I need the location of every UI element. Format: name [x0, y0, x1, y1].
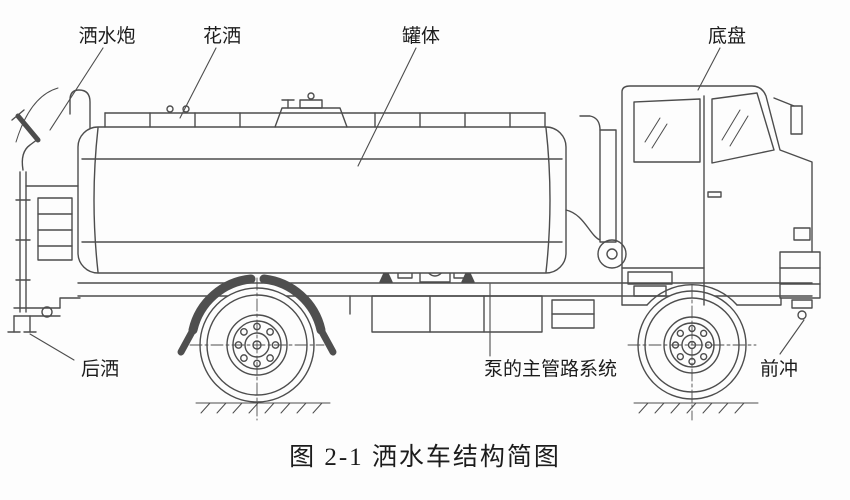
part-labels: 洒水炮 花洒 罐体 底盘 后洒 泵的主管路系统 前冲 [78, 25, 798, 380]
ground [195, 402, 759, 414]
label-front-flush: 前冲 [760, 358, 798, 380]
label-shower-sprinkler: 花洒 [203, 25, 241, 47]
leader-chassis [697, 47, 721, 91]
leader-tank [357, 47, 417, 167]
label-rear-spray: 后洒 [81, 358, 119, 380]
rear-wheel [189, 277, 325, 421]
leader-lines [29, 47, 805, 361]
leader-front-flush [779, 319, 805, 355]
leader-shower [179, 47, 217, 119]
leader-water-cannon [49, 47, 104, 131]
rear-fender [177, 274, 337, 356]
exhaust-stack [565, 115, 627, 269]
leader-rear-spray [29, 333, 75, 361]
figure-caption: 图 2-1 洒水车结构简图 [289, 443, 561, 471]
tank-body [77, 92, 567, 274]
cab [621, 85, 821, 320]
front-wheel [627, 284, 757, 421]
water-cannon-assembly [7, 87, 91, 333]
label-water-cannon: 洒水炮 [78, 25, 135, 47]
label-tank-body: 罐体 [402, 25, 440, 47]
label-chassis: 底盘 [708, 25, 746, 47]
label-pump-pipeline: 泵的主管路系统 [484, 358, 617, 380]
